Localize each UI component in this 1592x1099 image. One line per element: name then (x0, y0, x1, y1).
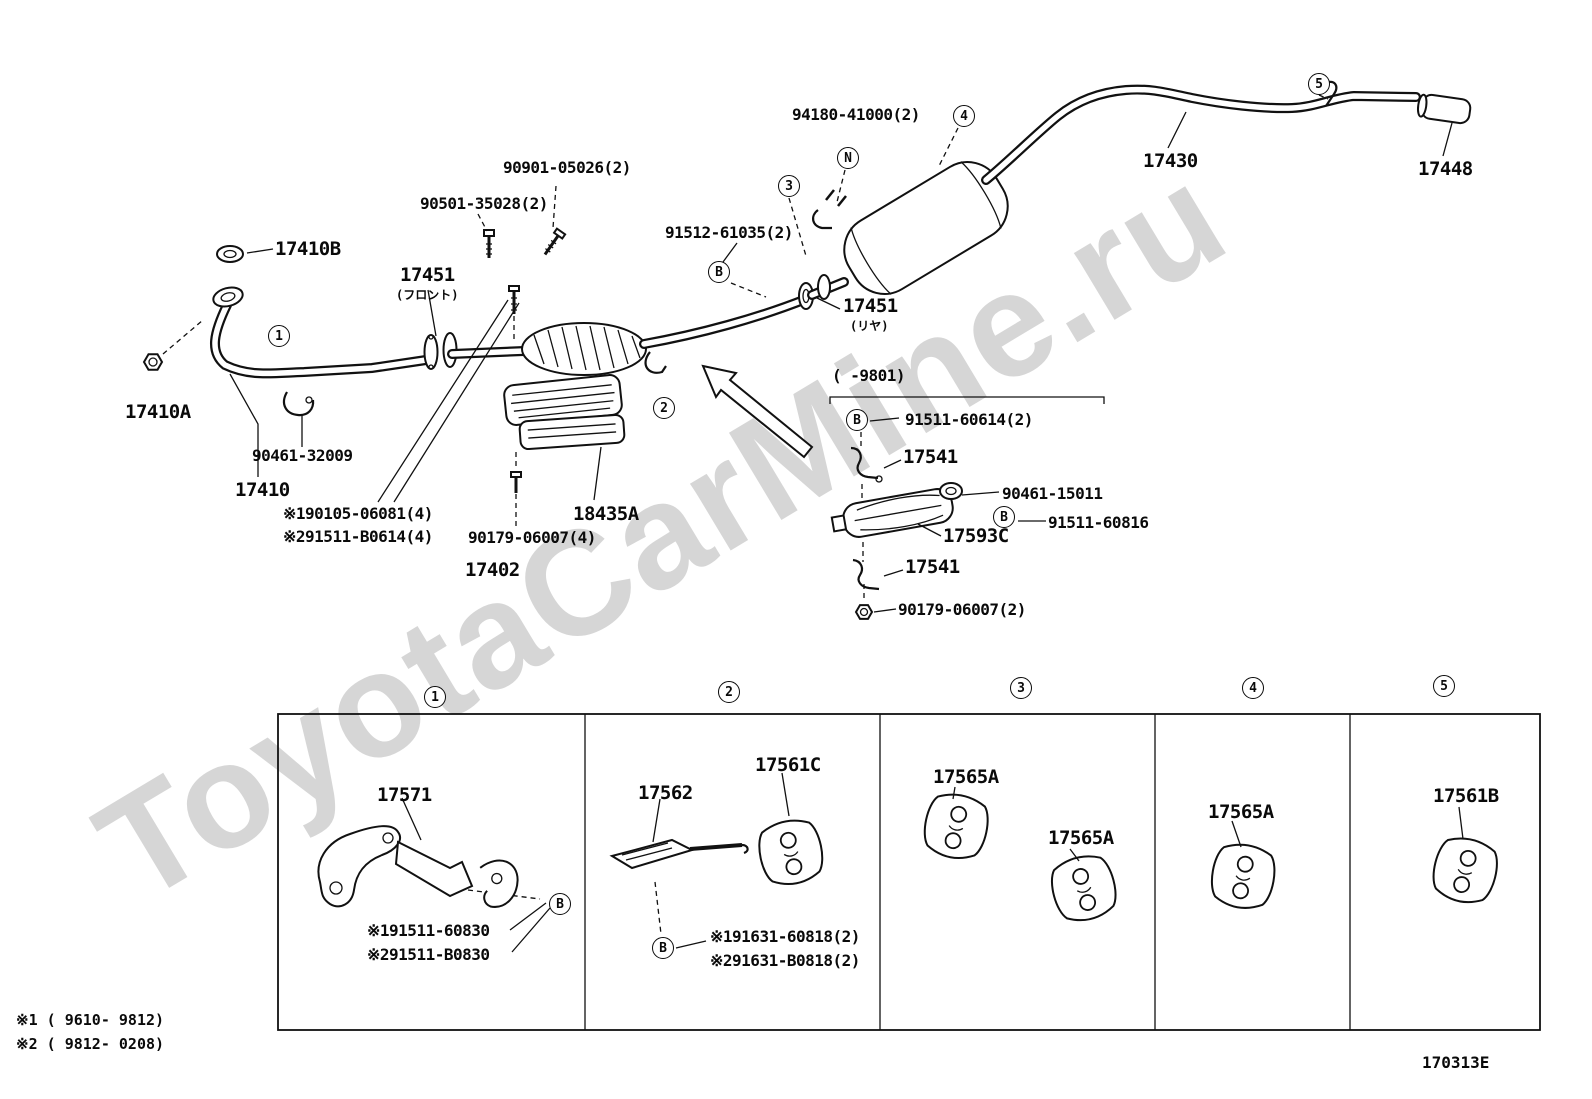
callout-circle-N: N (837, 147, 859, 169)
range-note-9801: ( -9801) (832, 366, 906, 385)
table-callout-4: 4 (1242, 677, 1264, 699)
part-label-91511-60830: ※191511-60830 (367, 921, 490, 940)
callout-circle-5: 5 (1308, 73, 1330, 95)
part-label-90179-06007-4: 90179-06007(4) (468, 528, 596, 547)
callout-circle-B-60816: B (993, 506, 1015, 528)
part-label-17541-upper: 17541 (903, 446, 958, 468)
part-label-94180-41000: 94180-41000(2) (792, 105, 920, 124)
part-label-91631-60818: ※191631-60818(2) (710, 927, 860, 946)
part-label-17410B: 17410B (275, 238, 341, 260)
callout-circle-2: 2 (653, 397, 675, 419)
callout-circle-3: 3 (778, 175, 800, 197)
part-label-90461-15011: 90461-15011 (1002, 484, 1103, 503)
part-label-17565A-col4: 17565A (1208, 801, 1274, 823)
diagram-code: 170313E (1422, 1053, 1490, 1072)
part-label-17402: 17402 (465, 559, 520, 581)
part-label-91511-B0614: ※291511-B0614(4) (283, 527, 433, 546)
callout-circle-B-col2: B (652, 937, 674, 959)
part-label-17541-lower: 17541 (905, 556, 960, 578)
part-label-17562: 17562 (638, 782, 693, 804)
part-label-17410A: 17410A (125, 401, 191, 423)
part-label-90105-06081: ※190105-06081(4) (283, 504, 433, 523)
part-label-17430: 17430 (1143, 150, 1198, 172)
callout-circle-B-col1: B (549, 893, 571, 915)
part-label-17561C: 17561C (755, 754, 821, 776)
part-label-17565A-col3-top: 17565A (933, 766, 999, 788)
part-label-91512-61035: 91512-61035(2) (665, 223, 793, 242)
part-label-17561B: 17561B (1433, 785, 1499, 807)
part-label-17451-front: 17451 (400, 264, 455, 286)
footnote-1: ※1 ( 9610- 9812) (16, 1011, 165, 1029)
part-label-17410: 17410 (235, 479, 290, 501)
table-callout-2: 2 (718, 681, 740, 703)
footnote-2: ※2 ( 9812- 0208) (16, 1035, 165, 1053)
part-label-90901-05026: 90901-05026(2) (503, 158, 631, 177)
part-label-91511-60614: 91511-60614(2) (905, 410, 1033, 429)
callout-circle-B-60614: B (846, 409, 868, 431)
callout-circle-1: 1 (268, 325, 290, 347)
part-label-17565A-col3-bottom: 17565A (1048, 827, 1114, 849)
table-callout-1: 1 (424, 686, 446, 708)
part-label-17448: 17448 (1418, 158, 1473, 180)
part-label-17451-rear: 17451 (843, 295, 898, 317)
part-label-90461-32009: 90461-32009 (252, 446, 353, 465)
part-label-91631-B0818: ※291631-B0818(2) (710, 951, 860, 970)
part-label-90179-06007-2: 90179-06007(2) (898, 600, 1026, 619)
part-label-91511-60816: 91511-60816 (1048, 513, 1149, 532)
part-label-90501-35028: 90501-35028(2) (420, 194, 548, 213)
part-label-18435A: 18435A (573, 503, 639, 525)
part-label-17593C: 17593C (943, 525, 1009, 547)
part-label-17451-front-note: (フロント) (396, 288, 459, 302)
part-label-17571: 17571 (377, 784, 432, 806)
table-callout-3: 3 (1010, 677, 1032, 699)
part-label-91511-B0830: ※291511-B0830 (367, 945, 490, 964)
part-label-17451-rear-note: (リヤ) (850, 319, 889, 333)
callout-circle-B-gasket: B (708, 261, 730, 283)
callout-circle-4: 4 (953, 105, 975, 127)
table-callout-5: 5 (1433, 675, 1455, 697)
